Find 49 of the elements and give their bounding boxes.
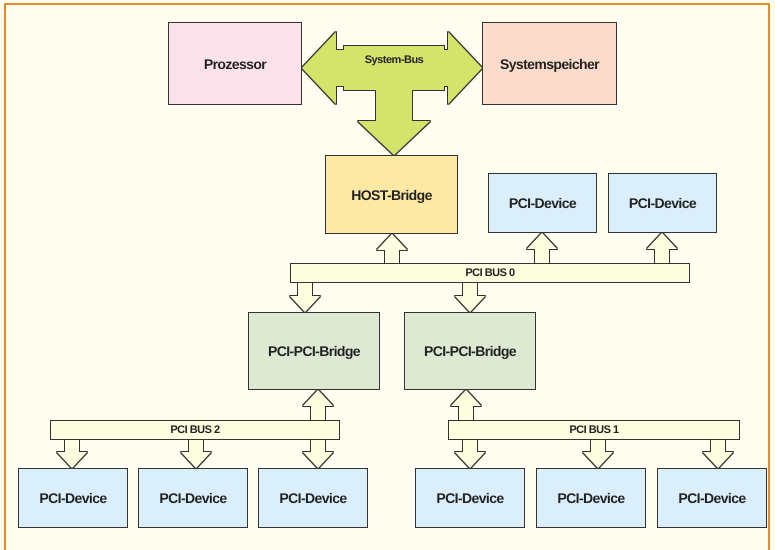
bus-label: PCI BUS 1 — [568, 424, 620, 436]
component-box — [168, 22, 302, 105]
bus-arrow — [455, 283, 485, 312]
bus-arrow — [703, 440, 733, 468]
box-label: PCI-Device — [436, 490, 504, 506]
component-box — [325, 155, 458, 234]
bus-arrow — [57, 440, 87, 468]
box-label: PCI-Device — [557, 490, 625, 506]
box-label: PCI-Device — [39, 490, 107, 506]
component-box — [18, 468, 128, 528]
bus-band — [448, 420, 740, 440]
component-box — [138, 468, 248, 528]
component-box — [258, 468, 368, 528]
bus-arrow — [358, 90, 430, 155]
component-box — [657, 468, 767, 528]
component-box — [536, 468, 646, 528]
box-label: PCI-Device — [628, 195, 696, 211]
bus-arrow — [303, 440, 333, 468]
box-label: PCI-Device — [279, 490, 347, 506]
box-label: PCI-Device — [508, 195, 576, 211]
component-box — [608, 173, 717, 233]
bus-arrow — [583, 440, 613, 468]
component-box — [248, 312, 380, 390]
bus-arrow — [377, 234, 407, 263]
bus-band — [50, 420, 340, 440]
bus-arrow — [181, 440, 211, 468]
bus-arrow — [302, 32, 344, 104]
component-box — [404, 312, 536, 390]
component-box — [415, 468, 525, 528]
bus-label: PCI BUS 0 — [464, 267, 516, 279]
box-label: PCI-Device — [678, 490, 746, 506]
component-box — [488, 173, 597, 233]
bus-arrow — [527, 233, 557, 263]
box-label: PCI-Device — [159, 490, 227, 506]
bus-arrow — [451, 390, 481, 420]
bus-label: PCI BUS 2 — [169, 424, 221, 436]
bus-arrow — [444, 32, 482, 104]
bus-arrow — [455, 440, 485, 468]
box-label: PCI-PCI-Bridge — [424, 343, 516, 359]
box-label: HOST-Bridge — [351, 186, 432, 202]
box-label: PCI-PCI-Bridge — [268, 343, 360, 359]
bus-band — [290, 263, 690, 283]
bus-arrow — [290, 283, 320, 312]
bus-arrow — [303, 390, 333, 420]
component-box — [482, 22, 617, 105]
bus-label: System-Bus — [364, 54, 424, 66]
bus-arrow — [647, 233, 677, 263]
box-label: Prozessor — [204, 56, 266, 72]
box-label: Systemspeicher — [500, 56, 599, 72]
